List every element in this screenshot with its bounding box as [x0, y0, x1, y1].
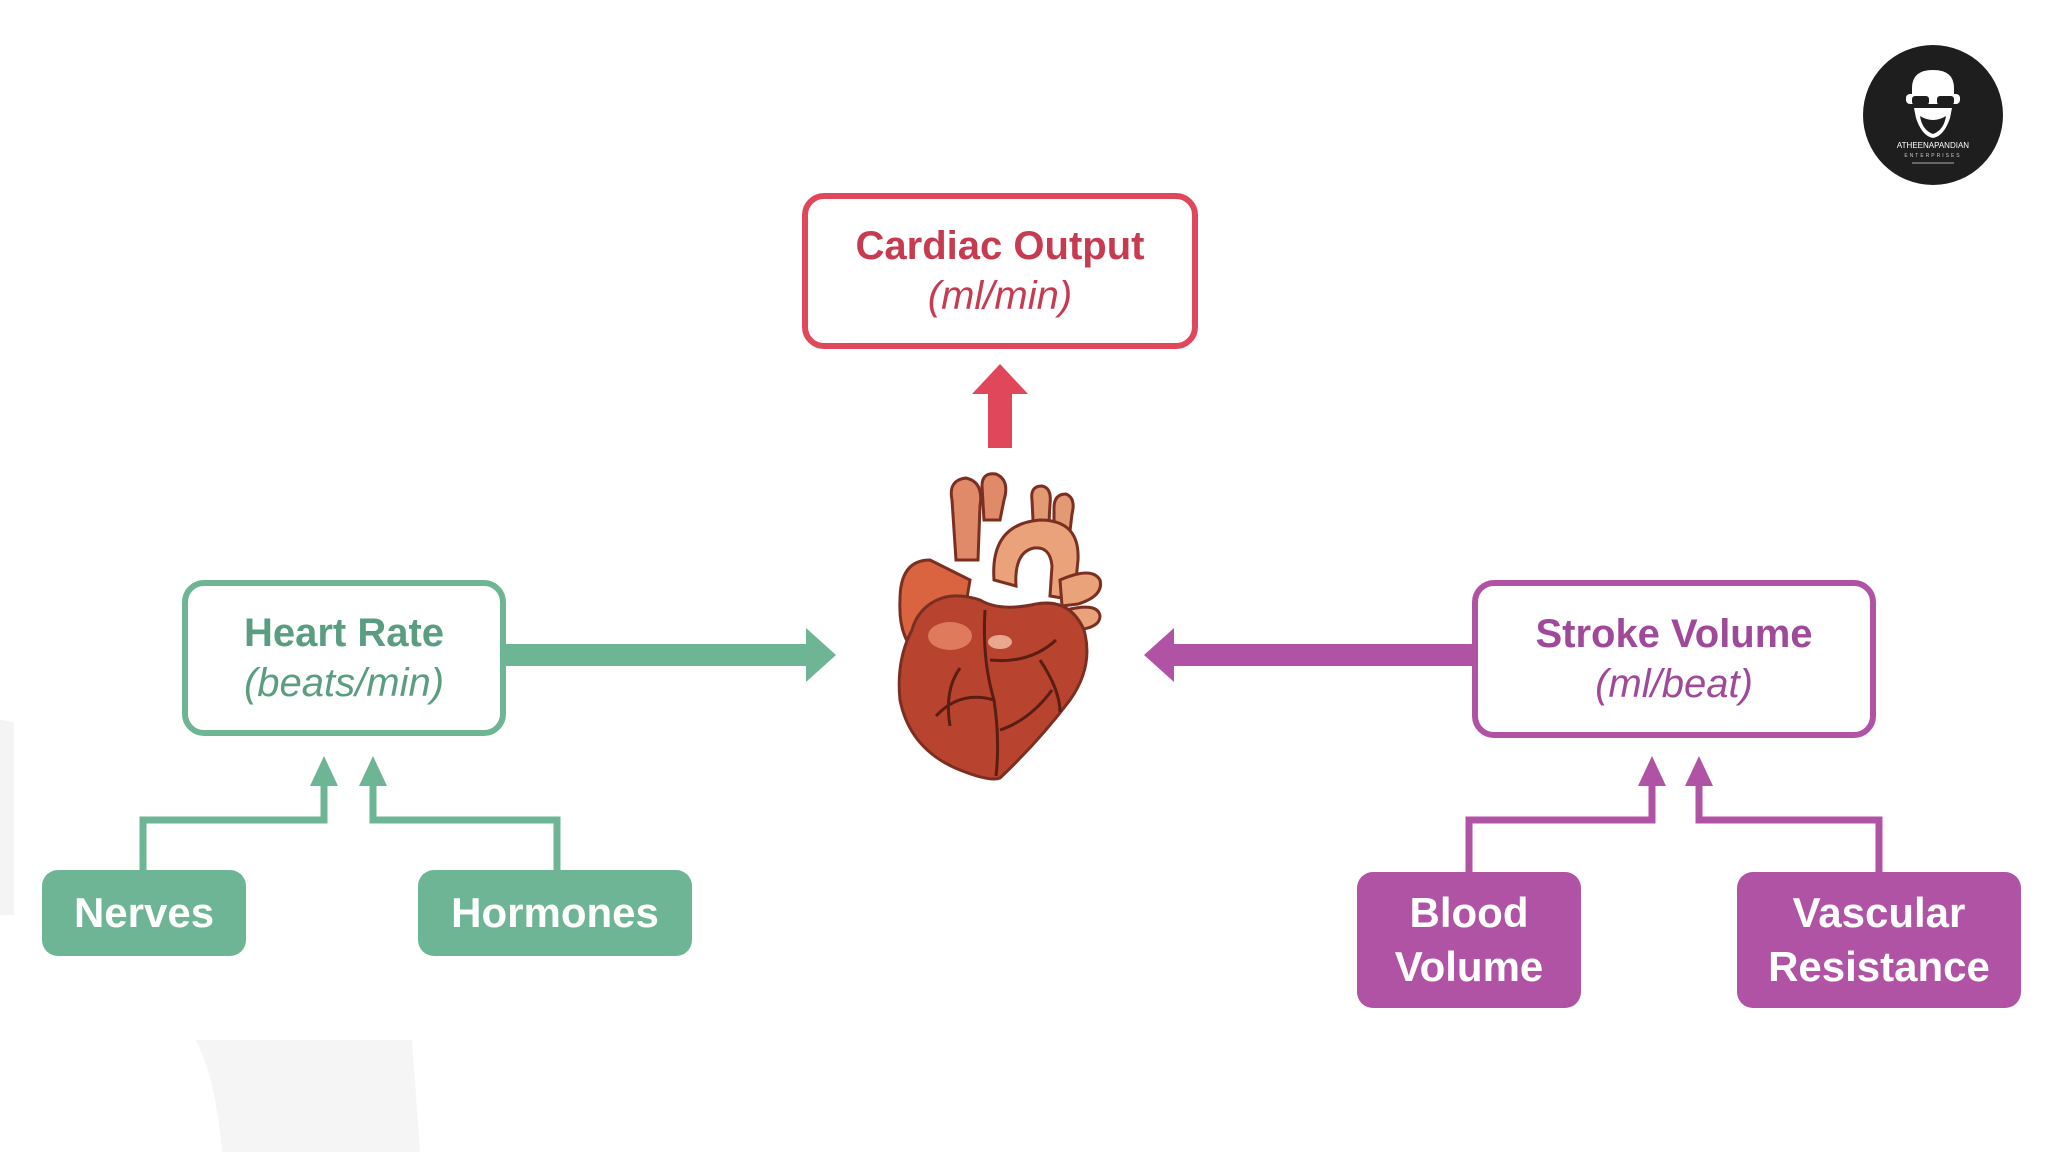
- arrowhead-vascular-resistance: [1685, 756, 1713, 786]
- connector-blood-volume: [1465, 785, 1656, 872]
- cardiac-output-title: Cardiac Output: [855, 224, 1145, 268]
- background-shape-bottom: [196, 1040, 420, 1152]
- arrowhead-nerves: [310, 756, 338, 786]
- connector-vascular-resistance: [1695, 785, 1883, 872]
- stroke-volume-box: Stroke Volume (ml/beat): [1472, 580, 1876, 738]
- heart-icon: [897, 472, 1103, 781]
- hormones-box: Hormones: [418, 870, 692, 956]
- arrowhead-blood-volume: [1638, 756, 1666, 786]
- background-shape-left: [0, 720, 14, 915]
- arrow-heart-rate-to-heart: [506, 628, 836, 682]
- connector-nerves: [139, 785, 328, 870]
- logo-text-sub: ENTERPRISES: [1904, 153, 1961, 159]
- nerves-box: Nerves: [42, 870, 246, 956]
- hormones-label: Hormones: [451, 889, 659, 936]
- logo-icon: ATHEENAPANDIAN ENTERPRISES: [1863, 45, 2003, 185]
- logo-text-main: ATHEENAPANDIAN: [1897, 141, 1969, 150]
- stroke-volume-title: Stroke Volume: [1535, 612, 1813, 656]
- cardiac-output-unit: (ml/min): [927, 274, 1073, 318]
- blood-volume-label: Blood Volume: [1394, 889, 1544, 990]
- cardiac-output-box: Cardiac Output (ml/min): [802, 193, 1198, 349]
- heart-rate-title: Heart Rate: [243, 611, 445, 655]
- connector-hormones: [369, 785, 561, 870]
- arrow-stroke-volume-to-heart: [1144, 628, 1472, 682]
- arrowhead-hormones: [359, 756, 387, 786]
- vascular-resistance-label: Vascular Resistance: [1768, 889, 1990, 990]
- stroke-volume-unit: (ml/beat): [1595, 662, 1753, 706]
- arrow-to-cardiac-output: [972, 364, 1028, 448]
- blood-volume-box: Blood Volume: [1357, 872, 1581, 1008]
- heart-rate-box: Heart Rate (beats/min): [182, 580, 506, 736]
- vascular-resistance-box: Vascular Resistance: [1737, 872, 2021, 1008]
- nerves-label: Nerves: [73, 889, 215, 936]
- heart-rate-unit: (beats/min): [243, 661, 445, 705]
